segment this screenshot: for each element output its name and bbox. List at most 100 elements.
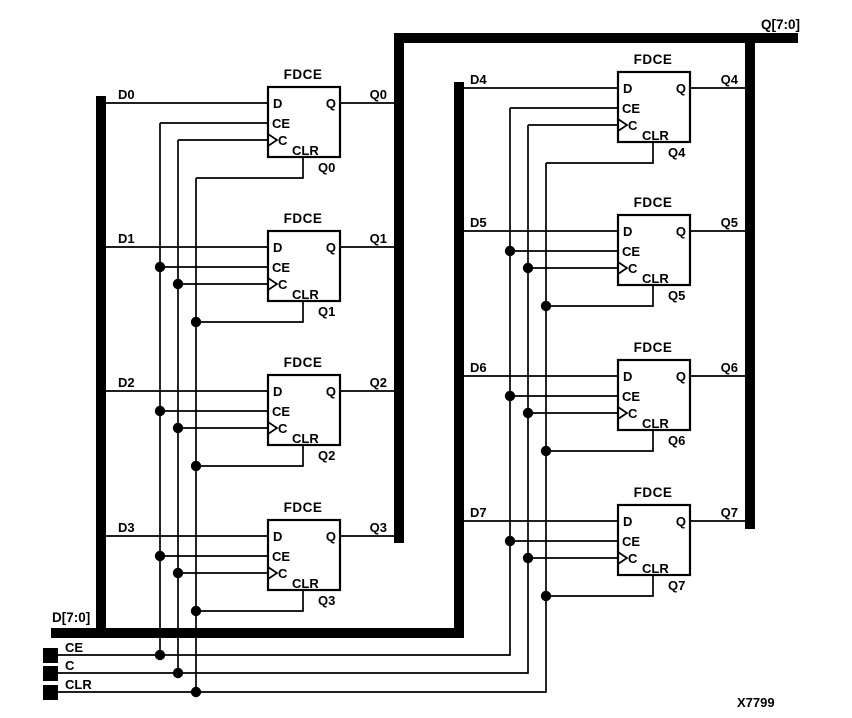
- junction-dot: [540, 300, 552, 312]
- ce-input-label: CE: [65, 640, 83, 655]
- pin-ce-label: CE: [622, 101, 640, 116]
- junction-dot: [154, 261, 166, 273]
- pin-c-label: C: [628, 406, 638, 421]
- clr-rail: [58, 163, 547, 693]
- input-net-label: D1: [118, 231, 135, 246]
- pin-q-label: Q: [676, 514, 686, 529]
- input-net-label: D6: [470, 360, 487, 375]
- clock-triangle-icon: [267, 133, 279, 147]
- fdce-box: [616, 70, 692, 144]
- pin-d-label: D: [273, 384, 282, 399]
- input-net-label: D7: [470, 505, 487, 520]
- block2-wires: [106, 390, 394, 467]
- input-net-label: D5: [470, 215, 487, 230]
- block-title: FDCE: [634, 485, 673, 500]
- block6-wires: [464, 375, 745, 452]
- pin-q-label: Q: [676, 369, 686, 384]
- output-net-label: Q1: [370, 231, 387, 246]
- fdce-block-7: FDCE D CE C Q CLR D7 Q7 Q7: [464, 485, 745, 602]
- block-title: FDCE: [634, 340, 673, 355]
- c-input-label: C: [65, 658, 75, 673]
- pin-ce-label: CE: [622, 534, 640, 549]
- clock-triangle-icon: [267, 421, 279, 435]
- junction-dot: [172, 422, 184, 434]
- fdce-block-4: FDCE D CE C Q CLR D4 Q4 Q4: [464, 52, 745, 164]
- fdce-block-0: FDCE D CE C Q CLR D0 Q0 Q0: [106, 67, 394, 179]
- junction-dot: [504, 245, 516, 257]
- junction-dot: [522, 552, 534, 564]
- d-bus-label: D[7:0]: [52, 610, 90, 625]
- d-bus: [51, 82, 464, 638]
- fdce-block-3: FDCE D CE C Q CLR D3 Q3 Q3: [106, 500, 394, 617]
- output-net-label: Q3: [370, 520, 387, 535]
- junction-dot: [190, 605, 202, 617]
- output-net-label: Q2: [370, 375, 387, 390]
- clr-input-pin: [43, 685, 58, 700]
- clock-triangle-icon: [617, 261, 629, 275]
- input-net-label: D3: [118, 520, 135, 535]
- block-title: FDCE: [284, 211, 323, 226]
- input-net-label: D4: [470, 72, 487, 87]
- ce-rail: [58, 108, 511, 656]
- output-net-label: Q6: [721, 360, 738, 375]
- junction-dot: [154, 550, 166, 562]
- pin-c-label: C: [278, 566, 288, 581]
- junction-dot: [504, 390, 516, 402]
- pin-c-label: C: [278, 421, 288, 436]
- output-net-label: Q4: [721, 72, 739, 87]
- pin-clr-label: CLR: [642, 271, 669, 286]
- pin-c-label: C: [628, 118, 638, 133]
- pin-d-label: D: [623, 81, 632, 96]
- pin-ce-label: CE: [272, 260, 290, 275]
- input-net-label: D0: [118, 87, 135, 102]
- clr-net-label: Q4: [668, 145, 686, 160]
- pin-clr-label: CLR: [642, 416, 669, 431]
- block1-wires: [106, 246, 394, 323]
- pin-ce-label: CE: [272, 549, 290, 564]
- clr-net-label: Q6: [668, 433, 685, 448]
- fdce-box: [266, 373, 342, 447]
- figure-id-label: X7799: [737, 695, 775, 710]
- pin-clr-label: CLR: [292, 576, 319, 591]
- input-net-label: D2: [118, 375, 135, 390]
- fdce-block-1: FDCE D CE C Q CLR D1 Q1 Q1: [106, 211, 394, 328]
- pin-d-label: D: [273, 96, 282, 111]
- junction-dot: [540, 445, 552, 457]
- pin-clr-label: CLR: [642, 561, 669, 576]
- pin-clr-label: CLR: [292, 431, 319, 446]
- output-net-label: Q7: [721, 505, 738, 520]
- junction-dot: [504, 535, 516, 547]
- pin-ce-label: CE: [272, 116, 290, 131]
- block0-wires: [106, 102, 394, 179]
- pin-d-label: D: [273, 240, 282, 255]
- block-title: FDCE: [634, 195, 673, 210]
- block-title: FDCE: [284, 355, 323, 370]
- fdce-box: [266, 229, 342, 303]
- q-bus: [394, 33, 798, 543]
- pin-ce-label: CE: [622, 389, 640, 404]
- fdce-block-6: FDCE D CE C Q CLR D6 Q6 Q6: [464, 340, 745, 457]
- clr-input-label: CLR: [65, 677, 92, 692]
- pin-q-label: Q: [326, 96, 336, 111]
- fdce-box: [616, 503, 692, 577]
- block-title: FDCE: [284, 500, 323, 515]
- clr-net-label: Q3: [318, 593, 335, 608]
- block5-wires: [464, 230, 745, 307]
- junction-dot: [540, 590, 552, 602]
- fdce-block-5: FDCE D CE C Q CLR D5 Q5 Q5: [464, 195, 745, 312]
- pin-ce-label: CE: [622, 244, 640, 259]
- pin-d-label: D: [623, 224, 632, 239]
- fdce-box: [266, 518, 342, 592]
- junction-dot: [190, 686, 202, 698]
- pin-d-label: D: [623, 514, 632, 529]
- pin-c-label: C: [278, 133, 288, 148]
- output-net-label: Q5: [721, 215, 738, 230]
- junction-dot: [172, 567, 184, 579]
- clock-triangle-icon: [617, 406, 629, 420]
- clr-net-label: Q2: [318, 448, 335, 463]
- clr-net-label: Q7: [668, 578, 685, 593]
- fdce-box: [616, 213, 692, 287]
- block-title: FDCE: [634, 52, 673, 67]
- junction-dot: [172, 667, 184, 679]
